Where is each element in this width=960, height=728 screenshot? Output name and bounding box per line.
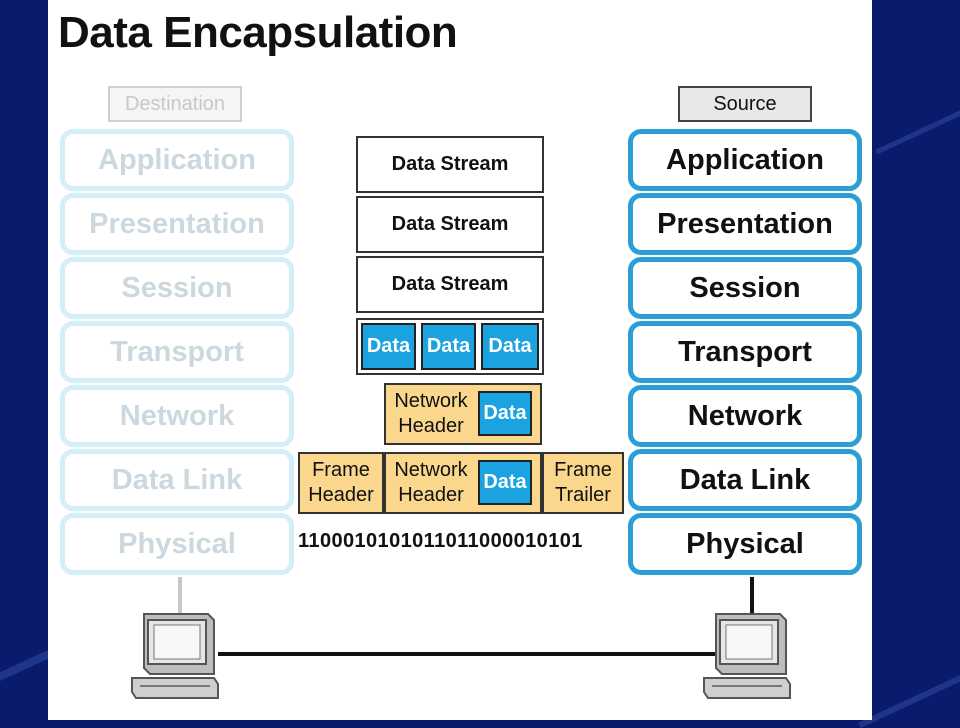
segment-data-2: Data <box>421 323 476 370</box>
frame-header: Frame Header <box>298 452 384 514</box>
destination-layer-physical: Physical <box>60 513 294 575</box>
data-stream-application: Data Stream <box>356 136 544 193</box>
destination-layer-transport: Transport <box>60 321 294 383</box>
destination-layer-presentation: Presentation <box>60 193 294 255</box>
bit-stream: 1100010101011011000010101 <box>298 530 583 552</box>
frame-data: Data <box>478 460 532 505</box>
segment-data-1: Data <box>361 323 416 370</box>
data-stream-session: Data Stream <box>356 256 544 313</box>
source-layer-network: Network <box>628 385 862 447</box>
source-computer-icon <box>703 613 791 699</box>
destination-layer-network: Network <box>60 385 294 447</box>
destination-computer-icon <box>131 613 219 699</box>
source-layer-session: Session <box>628 257 862 319</box>
packet-data: Data <box>478 391 532 436</box>
slide-title: Data Encapsulation <box>58 8 458 57</box>
destination-layer-application: Application <box>60 129 294 191</box>
source-layer-data-link: Data Link <box>628 449 862 511</box>
source-layer-transport: Transport <box>628 321 862 383</box>
destination-layer-data-link: Data Link <box>60 449 294 511</box>
source-layer-physical: Physical <box>628 513 862 575</box>
destination-drop-line <box>178 577 182 613</box>
destination-layer-session: Session <box>60 257 294 319</box>
frame-trailer: Frame Trailer <box>542 452 624 514</box>
slide: Data Encapsulation Destination Source Ap… <box>48 0 872 720</box>
segment-data-3: Data <box>481 323 539 370</box>
packet-network-header: Network Header <box>386 385 476 443</box>
frame-network-header: Network Header <box>386 454 476 512</box>
source-layer-application: Application <box>628 129 862 191</box>
source-label: Source <box>678 86 812 122</box>
source-drop-line <box>750 577 754 613</box>
source-layer-presentation: Presentation <box>628 193 862 255</box>
data-stream-presentation: Data Stream <box>356 196 544 253</box>
destination-label: Destination <box>108 86 242 122</box>
network-cable <box>218 652 718 656</box>
